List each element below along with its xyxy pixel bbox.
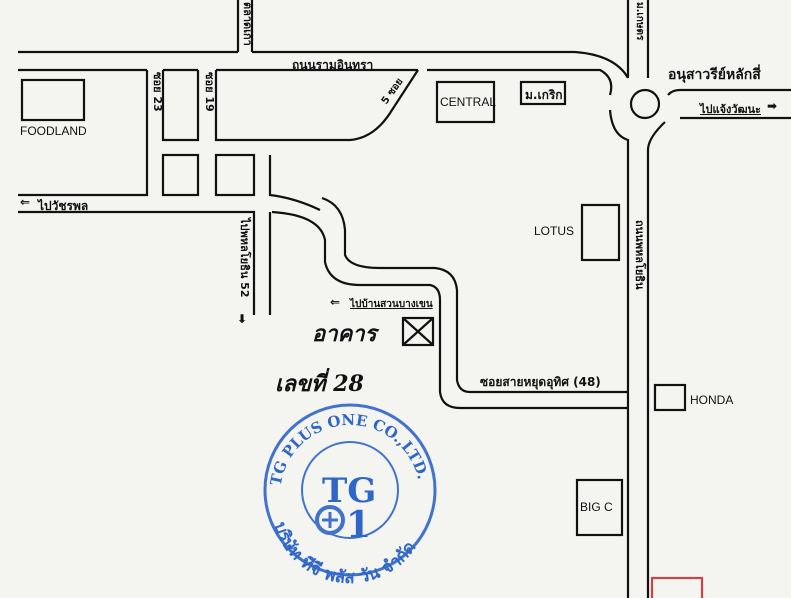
label-central: CENTRAL [440,95,497,109]
central-box [435,80,496,124]
plus-circle-icon [315,505,345,535]
label-to-chaeng-watthana: ไปแจ้งวัฒนะ [700,103,761,116]
label-monument: อนุสาวรีย์หลักสี่ [668,67,761,83]
building-marker [401,316,435,347]
label-to-ban-suan: ไปบ้านสวนบางเขน [350,299,433,310]
road-soi-sai-yud-a [271,210,628,410]
block [161,153,200,197]
building-number: เลขที่ 28 [275,371,364,397]
stamp-logo-one: 1 [346,504,371,546]
building-label: อาคาร [312,321,377,347]
arrow-left-icon: ⇐ [20,195,31,209]
roundabout [629,88,661,120]
arrow-down-icon: ⬇ [237,312,248,326]
stamp-th-text: บริษัท ทีจี พลัส วัน จำกัด [270,520,421,588]
label-krirk: ม.เกริก [525,88,563,102]
road-soi-sai-yud-b [321,196,628,394]
block [214,153,256,197]
road-watcharapol [18,155,321,315]
red-box [650,576,704,598]
road-phahon-yothin [608,0,791,598]
label-to-watcharapol: ไปวัชรพล [38,199,89,213]
label-to-phahon52: ไปพหลโยธิน 52 [238,218,251,298]
label-foodland: FOODLAND [20,124,87,138]
road-ram-inthra [18,50,629,96]
label-phahon-yothin: ถนนพหลโยธิน [633,220,646,290]
label-top-road: ตลาดเก้า [241,2,254,46]
building-cross-icon [402,317,434,346]
label-bigc: BIG C [580,500,613,514]
honda-box [653,383,687,412]
lotus-box [580,203,621,262]
road-sois [18,69,419,197]
stamp-logo-tg: TG [322,471,376,511]
foodland-box [20,78,86,122]
label-soi-sai-yud: ซอยสายหยุดอุทิศ (48) [480,375,601,389]
road-top-vertical [236,0,254,52]
arrow-right-icon: ➡ [767,99,778,113]
bigc-box [575,478,624,537]
label-soi-23: ซอย 23 [151,72,164,112]
label-soi-19: ซอย 19 [203,72,216,112]
label-honda: HONDA [690,393,734,407]
label-ram-inthra: ถนนรามอินทรา [292,58,374,72]
arrow-left-icon: ⇐ [330,295,341,309]
label-lotus: LOTUS [534,224,575,238]
label-kaset: ม.เกษตร [634,2,645,41]
company-stamp [263,403,437,577]
krirk-box [519,80,567,106]
